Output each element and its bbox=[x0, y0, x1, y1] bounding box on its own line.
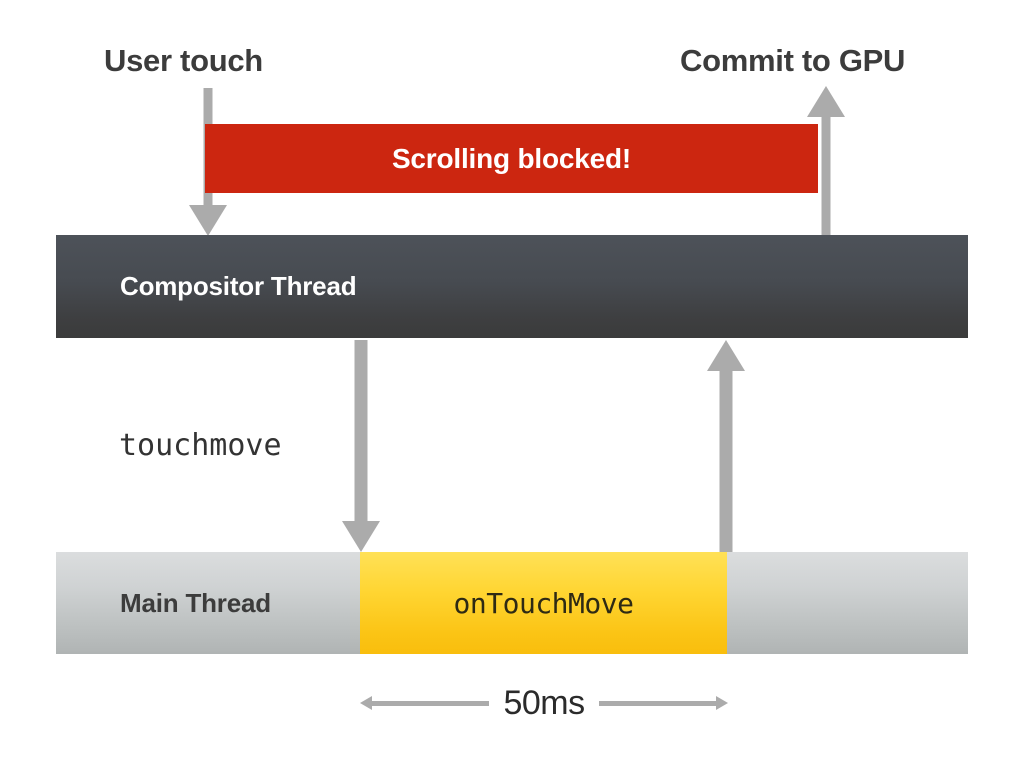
arrow-head bbox=[716, 695, 729, 710]
arrow-head bbox=[189, 205, 227, 236]
commit-to-gpu-up-arrow bbox=[806, 86, 846, 236]
measure-rule bbox=[371, 700, 490, 706]
ontouchmove-handler-block: onTouchMove bbox=[360, 552, 727, 654]
ontouchmove-handler-label: onTouchMove bbox=[453, 586, 634, 620]
scrolling-blocked-bar: Scrolling blocked! bbox=[205, 124, 818, 193]
touchmove-event-label: touchmove bbox=[119, 428, 282, 463]
handler-return-arrow bbox=[703, 340, 749, 552]
compositor-thread-lane: Compositor Thread bbox=[56, 235, 968, 338]
arrow-shaft bbox=[821, 114, 831, 236]
duration-measure-label: 50ms bbox=[503, 684, 585, 722]
measure-rule bbox=[598, 700, 718, 706]
touchmove-dispatch-arrow bbox=[338, 340, 384, 552]
caption-user-touch: User touch bbox=[104, 43, 263, 78]
caption-commit-to-gpu: Commit to GPU bbox=[680, 43, 906, 78]
arrow-head bbox=[342, 521, 380, 552]
arrow-head bbox=[360, 695, 372, 710]
measure-arrow-left bbox=[360, 695, 490, 710]
measure-arrow-right bbox=[598, 695, 729, 710]
duration-measure: 50ms bbox=[360, 678, 729, 728]
arrow-shaft bbox=[354, 340, 368, 524]
arrow-head bbox=[707, 340, 745, 371]
arrow-head bbox=[807, 86, 845, 117]
arrow-shaft bbox=[719, 368, 733, 552]
main-thread-label: Main Thread bbox=[120, 587, 271, 618]
compositor-thread-label: Compositor Thread bbox=[120, 271, 357, 301]
scrolling-blocked-label: Scrolling blocked! bbox=[391, 142, 632, 174]
